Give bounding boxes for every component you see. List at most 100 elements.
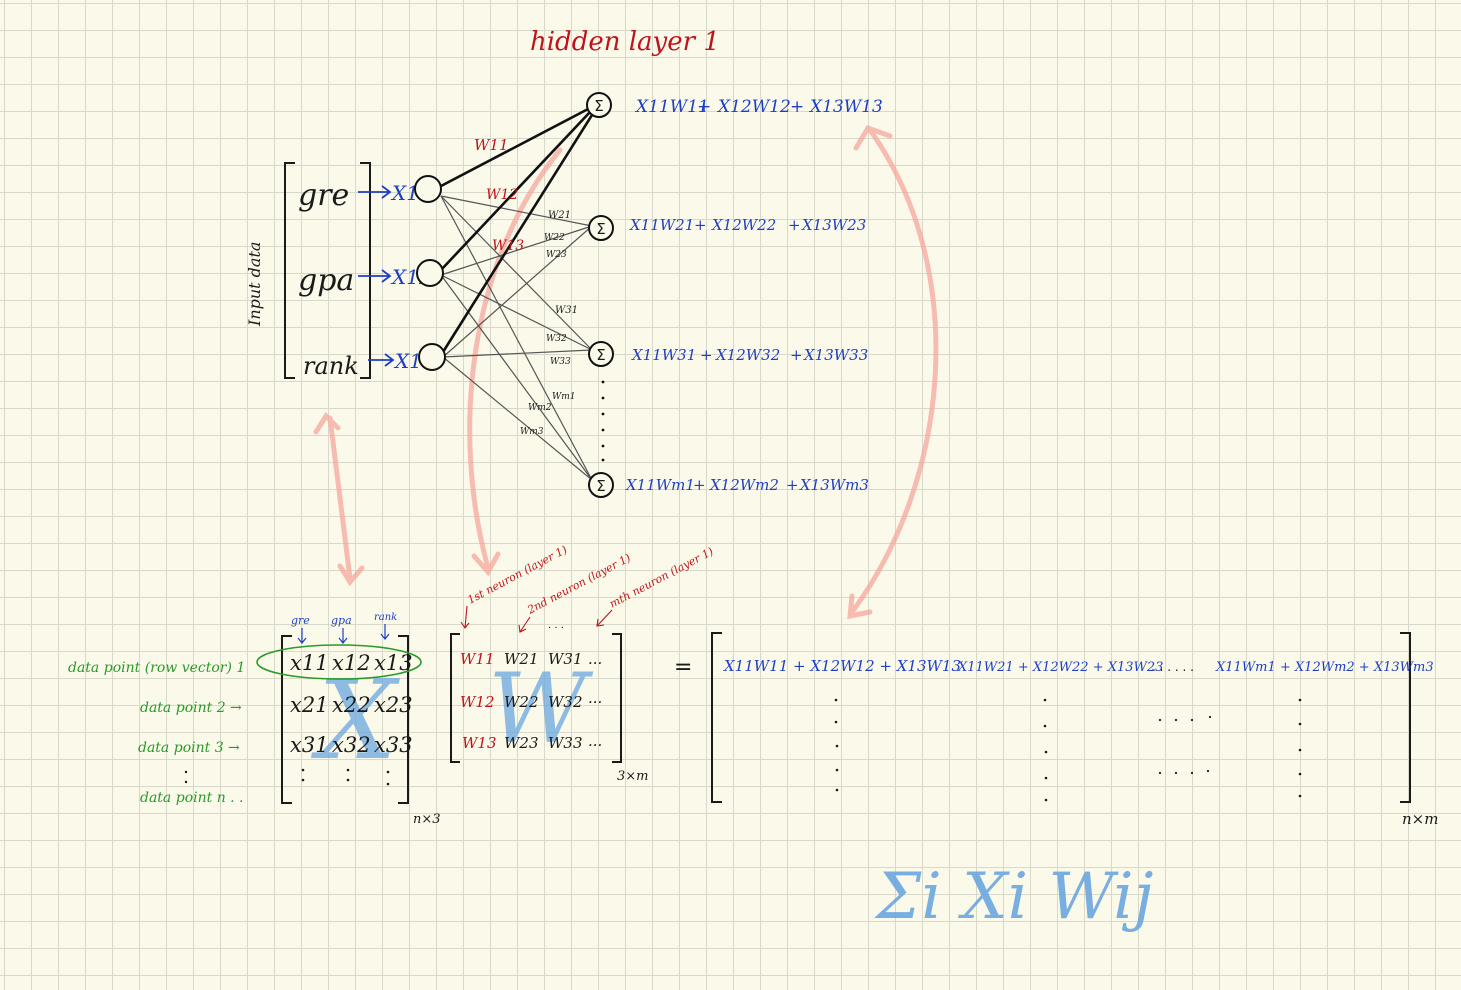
result-matrix-brackets: [711, 632, 1411, 803]
eq2-term2: X12W22: [711, 216, 776, 234]
eq2-term1: X11W21: [629, 216, 694, 234]
w-cell: ...: [588, 689, 602, 707]
x-cell: x33: [374, 733, 413, 757]
eqm-plus1: +: [693, 476, 706, 494]
x-header-arrows: [297, 624, 390, 644]
result-matrix-size: n×m: [1402, 810, 1438, 828]
input-bracket: [284, 162, 371, 379]
row-label-2: data point 2 →: [140, 700, 242, 716]
weight-w22: W22: [544, 233, 565, 243]
input-neuron-1: [414, 175, 442, 203]
vertical-ellipsis: [601, 380, 605, 462]
x-matrix-brackets: [281, 635, 409, 804]
hidden-neuron-3: [588, 341, 614, 367]
result-cell-1-m: X11Wm1 + X12Wm2 + X13Wm3: [1215, 660, 1434, 675]
x-matrix-size: n×3: [413, 812, 441, 827]
neuron-equation-3: X11W31 + X12W32 + X13W33: [631, 346, 868, 364]
feature-gre: gre: [298, 178, 349, 213]
weight-w13: W13: [492, 238, 524, 254]
arrow-equation-to-result: [849, 127, 939, 615]
w-cell: W33: [548, 734, 583, 752]
neuron-equation-m: X11Wm1 + X12Wm2 + X13Wm3: [625, 476, 869, 494]
correspondence-arrows: [313, 124, 939, 620]
x-matrix-big-letter: X: [310, 656, 400, 784]
input-neurons: [414, 175, 446, 371]
result-cell-1-1: X11W11 + X12W12 + X13W13: [723, 657, 961, 675]
w-matrix-brackets: [450, 633, 622, 763]
input-neuron-2: [416, 259, 444, 287]
arrow-head-w: [471, 551, 501, 577]
weight-w31: W31: [555, 305, 578, 316]
w-cell: W32: [548, 693, 583, 711]
x-matrix-cells: x11 x12 x13 x21 x22 x23 x31 x32 x33: [290, 651, 413, 757]
x-cell: x23: [374, 693, 413, 717]
x-cell: x22: [332, 693, 371, 717]
w-cell: ...: [588, 732, 602, 750]
x-cell: x12: [332, 651, 371, 675]
row-label-3: data point 3 →: [138, 740, 240, 756]
row-label-1: data point (row vector) 1: [68, 660, 245, 676]
eq3-term1: X11W31: [631, 346, 696, 364]
neuron-note-arrows: [460, 605, 613, 633]
sum-symbol-1: Σ: [594, 97, 603, 115]
eq3-plus2: +: [790, 346, 803, 364]
weight-wm2: Wm2: [528, 403, 552, 413]
w-cell: W13: [462, 734, 497, 752]
eqm-plus2: +: [786, 476, 799, 494]
weight-w33: W33: [550, 357, 571, 367]
eq1-term3: X13W13: [808, 97, 883, 117]
eq2-term3: X13W23: [801, 216, 866, 234]
hidden-neuron-m: [588, 472, 614, 498]
weight-wm1: Wm1: [552, 392, 576, 402]
x-cell: x13: [374, 651, 413, 675]
eq2-plus1: +: [694, 216, 707, 234]
x-cell: x11: [290, 651, 329, 675]
eqm-term3: X13Wm3: [799, 476, 869, 494]
eq3-term2: X12W32: [715, 346, 780, 364]
result-matrix-dots: [834, 698, 1302, 802]
eq1-plus2: +: [790, 97, 804, 117]
weight-w23: W23: [546, 250, 567, 260]
weight-wm3: Wm3: [520, 427, 544, 437]
w-matrix-cells: W11 W21 W31 ... W12 W22 W32 ... W13 W23 …: [460, 650, 602, 752]
eq2-plus2: +: [788, 216, 801, 234]
eq1-plus1: +: [697, 97, 711, 117]
arrow-input-to-x-matrix: [327, 415, 353, 581]
w-cell: W23: [504, 734, 539, 752]
x-matrix-vdots: [184, 768, 390, 786]
arrow-head-top-right: [853, 124, 893, 151]
neuron-note-ellipsis: . . .: [548, 620, 564, 631]
w-cell: W31: [548, 650, 583, 668]
sum-symbol-m: Σ: [596, 477, 605, 495]
x-col-header-gpa: gpa: [331, 614, 352, 627]
w-cell: W22: [504, 693, 539, 711]
sum-symbol-2: Σ: [596, 220, 605, 238]
eq3-term3: X13W33: [803, 346, 868, 364]
x-cell: x31: [290, 733, 329, 757]
input-arrows: [358, 185, 395, 367]
row-label-n: data point n . .: [140, 790, 244, 806]
equals-sign: =: [674, 655, 692, 680]
hidden-neurons: [586, 92, 614, 498]
w-cell: W21: [504, 650, 539, 668]
x-cell: x32: [332, 733, 371, 757]
w-cell: W12: [460, 693, 495, 711]
bold-connections: [440, 106, 594, 353]
eqm-term1: X11Wm1: [625, 476, 695, 494]
x-col-header-rank: rank: [374, 612, 397, 623]
eqm-term2: X12Wm2: [709, 476, 779, 494]
hidden-neuron-1: [586, 92, 612, 118]
w-cell: W11: [460, 650, 495, 668]
w-matrix-big-letter: W: [488, 653, 594, 765]
weighted-sum-formula: Σi Xi Wij: [874, 860, 1153, 934]
arrow-head-up-left: [313, 412, 341, 435]
x-col-header-gre: gre: [291, 614, 310, 627]
neuron-equation-2: X11W21 + X12W22 + X13W23: [629, 216, 866, 234]
thin-connections: [440, 195, 593, 481]
weight-w12: W12: [486, 187, 518, 203]
eq1-term1: X11W11: [634, 97, 709, 117]
weight-w21: W21: [548, 210, 571, 221]
input-data-label: Input data: [245, 242, 264, 327]
